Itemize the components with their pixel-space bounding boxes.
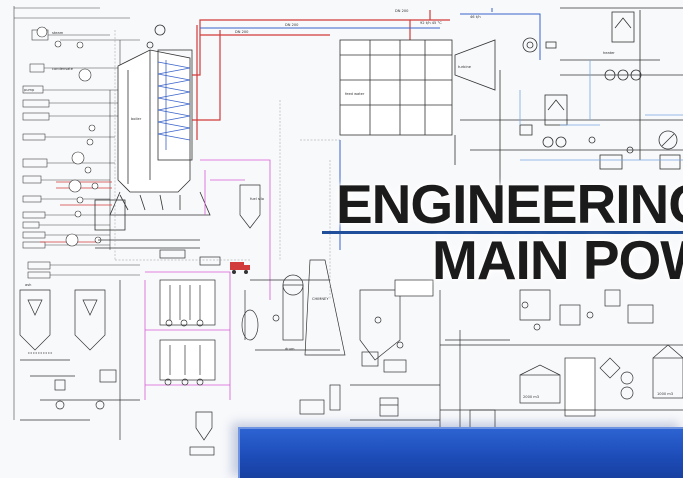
pipe-label: DN 200 [285,23,299,27]
pipe-label: DN 200 [395,9,409,13]
equipment-label: feed water [345,92,365,96]
equipment-label: drum [285,347,295,351]
pipe-label: DN 200 [235,30,249,34]
equipment-label: turbine [458,65,472,69]
equipment-label: steam [52,31,64,35]
equipment-label: boiler [131,117,142,121]
tank-volume-label: 1000 m3 [657,392,673,396]
title-underline [322,231,683,234]
equipment-label: pump [24,88,35,92]
chimney-label: CHIMNEY [312,297,329,301]
flow-label: 46 t/h [470,15,481,19]
tank-volume-label: 2000 m3 [523,395,539,399]
flow-label: 92 t/h 45 °C [420,21,442,25]
equipment-label: heater [603,51,615,55]
blue-banner-panel [238,427,683,478]
equipment-label: ash [25,283,31,287]
title-main-power: MAIN POW [432,229,683,291]
title-engineering: ENGINEERING [336,173,683,235]
left-instrument-box [29,63,45,73]
equipment-label: condensate [52,67,74,71]
equipment-label: fuel silo [250,197,264,201]
